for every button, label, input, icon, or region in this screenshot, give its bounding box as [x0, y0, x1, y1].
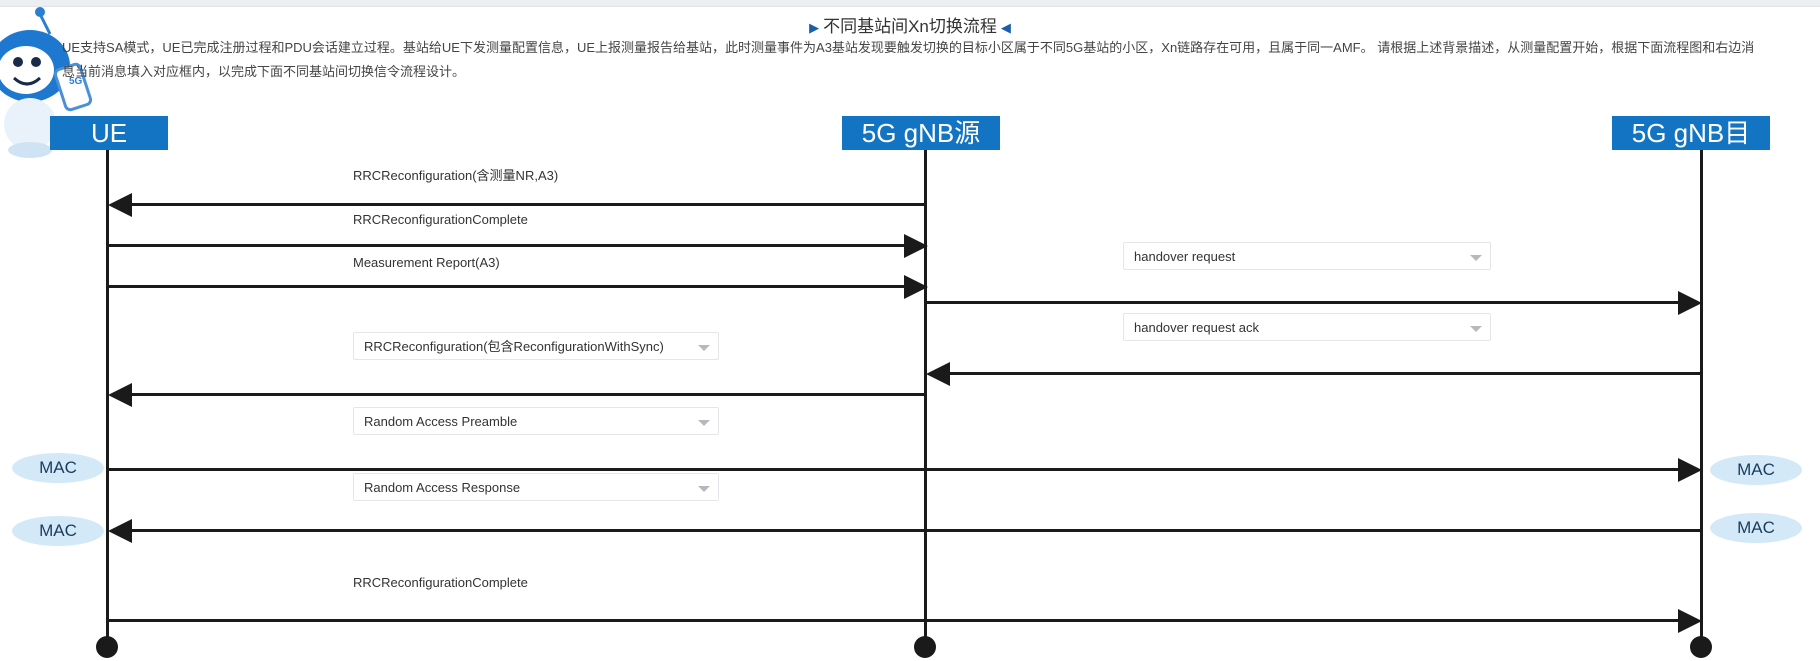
chevron-down-icon — [1470, 255, 1482, 261]
target-gnb-lifeline — [1700, 150, 1703, 640]
ra-preamble-select-value: Random Access Preamble — [364, 414, 518, 429]
msg-rrc-complete-label: RRCReconfigurationComplete — [353, 212, 528, 227]
entity-target-gnb: 5G gNB目 — [1612, 116, 1770, 150]
robot-mascot-icon — [0, 7, 93, 158]
handover-request-select-value: handover request — [1134, 249, 1236, 264]
rrc-reconfig-sync-select-value: RRCReconfiguration(包含ReconfigurationWith… — [364, 339, 664, 354]
mac-badge-left-2: MAC — [12, 516, 104, 546]
ra-response-select-value: Random Access Response — [364, 480, 521, 495]
msg-ra-response-line — [130, 529, 1702, 532]
source-gnb-lifeline-end — [914, 636, 936, 658]
msg-measurement-report-label: Measurement Report(A3) — [353, 255, 500, 270]
msg-handover-request-ack-arrowhead — [926, 362, 950, 386]
target-gnb-lifeline-end — [1690, 636, 1712, 658]
chevron-down-icon — [1470, 326, 1482, 332]
msg-rrc-reconfiguration-arrowhead — [108, 193, 132, 217]
title-left-triangle-icon: ▶ — [809, 20, 820, 35]
msg-rrc-complete-target-arrowhead — [1678, 609, 1702, 633]
handover-request-select[interactable]: handover request — [1123, 242, 1491, 270]
task-description: UE支持SA模式，UE已完成注册过程和PDU会话建立过程。基站给UE下发测量配置… — [62, 36, 1812, 84]
page-title: ▶不同基站间Xn切换流程◀ — [0, 12, 1820, 37]
ra-response-select[interactable]: Random Access Response — [353, 473, 719, 501]
chevron-down-icon — [698, 345, 710, 351]
msg-ra-preamble-arrowhead — [1678, 458, 1702, 482]
msg-rrc-reconfiguration-label: RRCReconfiguration(含测量NR,A3) — [353, 168, 559, 183]
msg-rrc-complete-target-line — [107, 619, 1681, 622]
page-title-text: 不同基站间Xn切换流程 — [823, 17, 997, 36]
msg-handover-request-arrowhead — [1678, 291, 1702, 315]
ra-preamble-select[interactable]: Random Access Preamble — [353, 407, 719, 435]
chevron-down-icon — [698, 486, 710, 492]
description-line-1: UE支持SA模式，UE已完成注册过程和PDU会话建立过程。基站给UE下发测量配置… — [62, 40, 1755, 55]
msg-rrc-reconfig-sync-arrowhead — [108, 383, 132, 407]
msg-ra-preamble-line — [107, 468, 1681, 471]
rrc-reconfig-sync-select[interactable]: RRCReconfiguration(包含ReconfigurationWith… — [353, 332, 719, 360]
top-bar — [0, 0, 1820, 7]
chevron-down-icon — [698, 420, 710, 426]
mac-badge-left-1: MAC — [12, 453, 104, 483]
msg-handover-request-ack-line — [948, 372, 1702, 375]
msg-rrc-complete-target-label: RRCReconfigurationComplete — [353, 575, 528, 590]
ue-lifeline — [106, 150, 109, 640]
mac-badge-right-2: MAC — [1710, 513, 1802, 543]
ue-lifeline-end — [96, 636, 118, 658]
mascot-5g-badge: 5G — [69, 76, 83, 87]
msg-ra-response-arrowhead — [108, 519, 132, 543]
msg-rrc-complete-arrowhead — [904, 234, 928, 258]
title-right-triangle-icon: ◀ — [1000, 20, 1011, 35]
msg-rrc-reconfig-sync-line — [130, 393, 926, 396]
description-line-2: 息当前消息填入对应框内，以完成下面不同基站间切换信令流程设计。 — [62, 64, 466, 79]
handover-request-ack-select-value: handover request ack — [1134, 320, 1260, 335]
msg-rrc-complete-line — [107, 244, 907, 247]
entity-source-gnb: 5G gNB源 — [842, 116, 1000, 150]
entity-ue: UE — [50, 116, 168, 150]
msg-rrc-reconfiguration-line — [130, 203, 926, 206]
mac-badge-right-1: MAC — [1710, 455, 1802, 485]
msg-measurement-report-line — [107, 285, 907, 288]
handover-request-ack-select[interactable]: handover request ack — [1123, 313, 1491, 341]
msg-measurement-report-arrowhead — [904, 275, 928, 299]
msg-handover-request-line — [925, 301, 1681, 304]
